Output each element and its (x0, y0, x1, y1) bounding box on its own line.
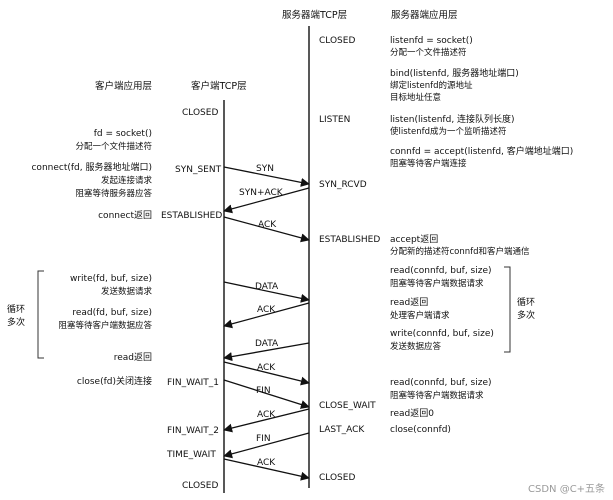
watermark: CSDN @C+五条 (528, 482, 605, 495)
server-read1-return: read返回 (390, 296, 428, 308)
server-loop-label-2: 多次 (517, 309, 535, 321)
arrow-fin-2 (223, 432, 310, 459)
segment-label-ack-2: ACK (257, 305, 276, 315)
server-accept-return-desc: 分配新的描述符connfd和客户端通信 (390, 246, 530, 257)
server-state-close-wait: CLOSE_WAIT (319, 401, 376, 411)
segment-label-ack-5: ACK (257, 458, 276, 468)
header-server-tcp: 服务器端TCP层 (282, 9, 347, 21)
client-loop-label-2: 多次 (7, 316, 25, 328)
client-loop-label-1: 循环 (7, 303, 25, 315)
client-state-fin-wait-1: FIN_WAIT_1 (167, 378, 219, 388)
client-close-call: close(fd)关闭连接 (77, 375, 152, 387)
client-state-closed-top: CLOSED (182, 108, 218, 118)
server-accept-desc: 阻塞等待客户端连接 (390, 158, 467, 169)
segment-label-fin-2: FIN (256, 434, 271, 444)
client-write-call: write(fd, buf, size) (70, 274, 152, 284)
segment-label-ack-1: ACK (258, 220, 277, 230)
client-write-desc: 发送数据请求 (101, 286, 153, 297)
server-read1-desc: 阻塞等待客户端数据请求 (390, 278, 484, 289)
server-state-established: ESTABLISHED (319, 235, 380, 245)
server-listen-desc: 使listenfd成为一个监听描述符 (390, 126, 507, 137)
client-socket-desc: 分配一个文件描述符 (75, 141, 152, 152)
arrow-data-1 (223, 281, 310, 303)
server-read2-desc: 阻塞等待客户端数据请求 (390, 390, 484, 401)
server-read1-return-desc: 处理客户端请求 (390, 310, 450, 321)
server-loop-bracket (504, 266, 511, 353)
server-bind-desc-1: 绑定listenfd的源地址 (390, 80, 473, 91)
segment-label-data-1: DATA (255, 282, 279, 292)
client-read-return: read返回 (114, 351, 152, 363)
server-bind-desc-2: 目标地址任意 (390, 92, 441, 103)
server-read2-call: read(connfd, buf, size) (390, 378, 492, 388)
arrow-syn (223, 166, 310, 187)
arrow-ack-5 (223, 458, 310, 481)
server-socket-desc: 分配一个文件描述符 (390, 47, 467, 58)
header-client-app: 客户端应用层 (95, 80, 152, 92)
segment-label-syn-ack: SYN+ACK (239, 188, 284, 198)
arrow-ack-4 (223, 408, 310, 433)
arrow-fin-1 (223, 379, 310, 409)
arrow-ack-3 (223, 361, 310, 386)
segment-label-ack-3: ACK (257, 363, 276, 373)
server-read0: read返回0 (390, 407, 434, 419)
server-accept-call: connfd = accept(listenfd, 客户端地址端口) (390, 145, 573, 157)
arrow-ack-1 (223, 216, 310, 243)
client-state-closed-bottom: CLOSED (182, 481, 218, 491)
client-state-syn-sent: SYN_SENT (175, 165, 222, 175)
client-connect-desc-2: 阻塞等待服务器应答 (75, 188, 152, 199)
server-loop-label-1: 循环 (517, 296, 535, 308)
arrow-ack-2 (223, 302, 310, 329)
server-state-closed-bottom: CLOSED (319, 473, 355, 483)
server-state-syn-rcvd: SYN_RCVD (319, 180, 367, 190)
arrow-syn-ack (223, 187, 310, 214)
segment-label-data-2: DATA (255, 339, 279, 349)
client-read-call: read(fd, buf, size) (72, 308, 152, 318)
arrow-data-2 (223, 342, 310, 362)
server-state-last-ack: LAST_ACK (319, 425, 365, 435)
client-state-time-wait: TIME_WAIT (166, 450, 216, 460)
client-connect-return: connect返回 (98, 209, 152, 221)
server-state-closed-top: CLOSED (319, 36, 355, 46)
client-state-established: ESTABLISHED (161, 211, 222, 221)
segment-label-syn: SYN (256, 164, 274, 174)
server-listen-call: listen(listenfd, 连接队列长度) (390, 113, 515, 125)
client-connect-desc-1: 发起连接请求 (101, 175, 153, 186)
server-accept-return: accept返回 (390, 233, 438, 245)
segment-label-ack-4: ACK (257, 410, 276, 420)
client-socket-call: fd = socket() (94, 129, 152, 139)
server-socket-call: listenfd = socket() (390, 36, 473, 46)
header-server-app: 服务器端应用层 (391, 9, 458, 21)
server-close-call: close(connfd) (390, 425, 451, 435)
segment-label-fin-1: FIN (256, 386, 271, 396)
header-client-tcp: 客户端TCP层 (191, 80, 247, 92)
client-read-desc: 阻塞等待客户端数据应答 (58, 320, 152, 331)
client-loop-bracket (37, 270, 44, 359)
server-read1-call: read(connfd, buf, size) (390, 266, 492, 276)
client-state-fin-wait-2: FIN_WAIT_2 (167, 426, 219, 436)
server-bind-call: bind(listenfd, 服务器地址端口) (390, 67, 519, 79)
server-write-call: write(connfd, buf, size) (390, 329, 494, 339)
server-state-listen: LISTEN (319, 115, 350, 125)
server-write-desc: 发送数据应答 (390, 341, 442, 352)
client-connect-call: connect(fd, 服务器地址端口) (31, 161, 152, 173)
